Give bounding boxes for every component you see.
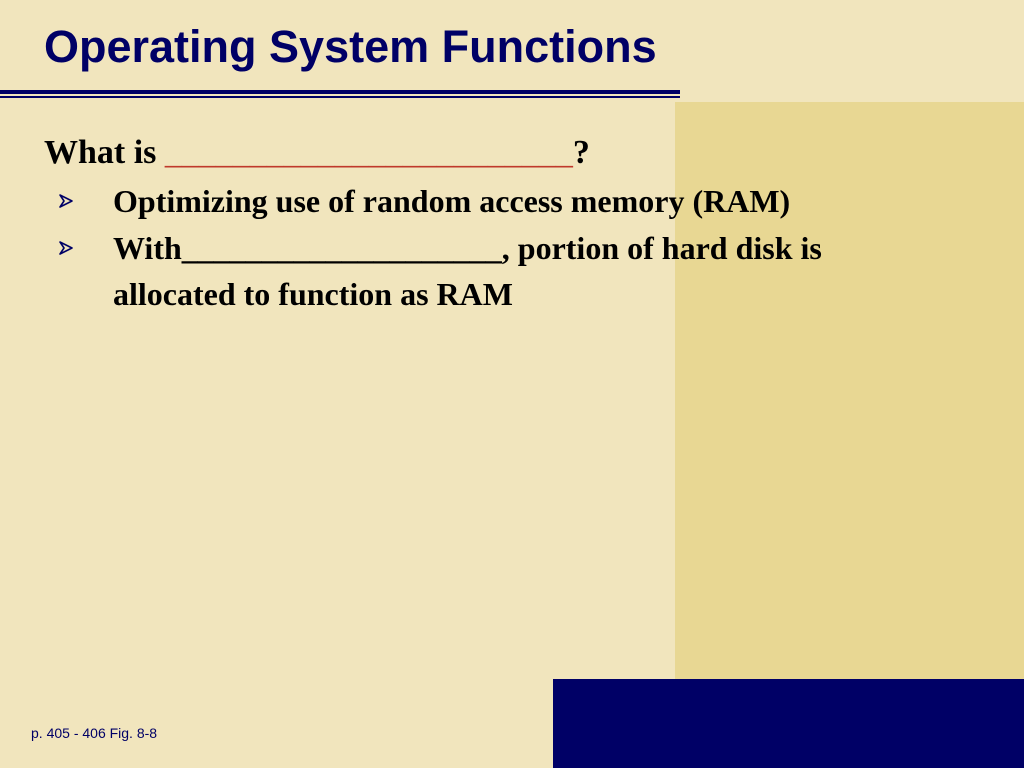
- decorative-bottom-block: [553, 679, 1024, 768]
- title-underline-thin: [0, 96, 680, 98]
- bullet-text: Optimizing use of random access memory (…: [113, 183, 791, 219]
- arrowhead-bullet-icon: [58, 225, 82, 271]
- bullet-list: Optimizing use of random access memory (…: [44, 178, 944, 318]
- page-reference: p. 405 - 406 Fig. 8-8: [31, 725, 158, 741]
- question-blank: ________________________: [164, 134, 573, 171]
- decorative-side-panel: [675, 102, 1024, 768]
- slide-title: Operating System Functions: [44, 21, 657, 72]
- question-suffix: ?: [572, 134, 590, 171]
- bullet-text: With____________________, portion of har…: [113, 230, 822, 312]
- bullet-item: Optimizing use of random access memory (…: [44, 178, 944, 224]
- question-prefix: What is: [44, 134, 165, 171]
- arrowhead-bullet-icon: [58, 178, 82, 224]
- bullet-item: With____________________, portion of har…: [44, 225, 944, 317]
- question-line: What is ________________________?: [44, 131, 590, 175]
- title-underline-thick: [0, 90, 680, 94]
